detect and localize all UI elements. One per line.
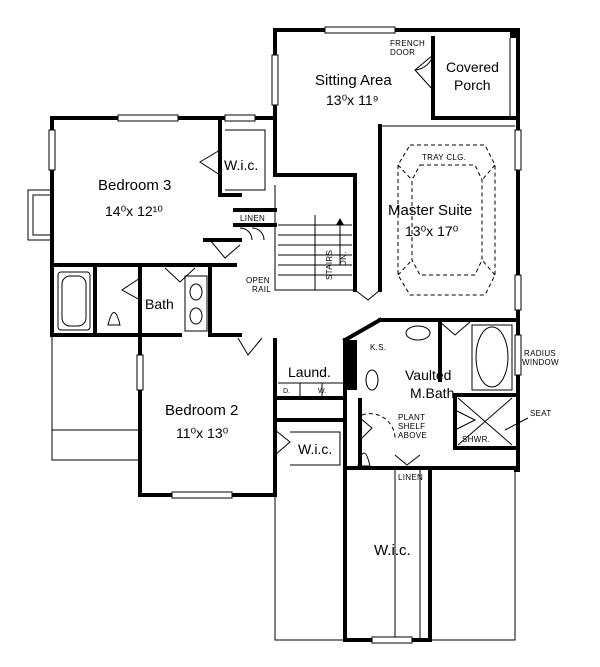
bedroom2-name: Bedroom 2 — [165, 402, 238, 419]
open-rail-line1: OPEN — [246, 276, 270, 285]
master-bath-line2: M.Bath — [410, 385, 454, 401]
tray-ceiling-label: TRAY CLG. — [422, 153, 466, 162]
sitting-area-size: 13⁰x 11⁹ — [326, 92, 379, 108]
roof-outline — [51, 335, 516, 641]
shower-label: SHWR. — [462, 435, 490, 444]
french-door-line1: FRENCH — [390, 39, 425, 48]
stairs-label: STAIRS — [325, 250, 334, 280]
linen-bottom-label: LINEN — [398, 473, 423, 482]
doors — [121, 54, 477, 466]
master-bath-line1: Vaulted — [405, 367, 451, 383]
ks-label: K.S. — [370, 343, 386, 352]
seat-label: SEAT — [530, 409, 552, 418]
covered-porch-line1: Covered — [446, 59, 499, 75]
bedroom2-size: 11⁰x 13⁰ — [176, 425, 229, 441]
plant-shelf-line2: SHELF — [398, 422, 425, 431]
washer-label: W. — [318, 388, 326, 395]
open-rail-line2: RAIL — [252, 285, 271, 294]
interior-walls — [93, 30, 518, 640]
fixtures — [57, 144, 513, 467]
covered-porch-line2: Porch — [454, 77, 491, 93]
dryer-label: D. — [283, 388, 290, 395]
sitting-area-name: Sitting Area — [315, 72, 392, 89]
wic-bottom-label: W.i.c. — [374, 542, 411, 559]
stair-treads — [278, 215, 352, 290]
plant-shelf-line3: ABOVE — [398, 431, 427, 440]
plant-shelf-line1: PLANT — [398, 413, 425, 422]
windows — [48, 26, 522, 644]
bedroom3-size: 14⁰x 12¹⁰ — [105, 203, 163, 219]
radius-window-line2: WINDOW — [522, 358, 559, 367]
stairs-direction: DN. — [339, 251, 348, 266]
laundry-label: Laund. — [288, 364, 331, 380]
linen-top-label: LINEN — [240, 214, 265, 223]
room-labels: Sitting Area 13⁰x 11⁹ FRENCH DOOR Covere… — [98, 39, 559, 559]
master-suite-name: Master Suite — [388, 202, 472, 219]
radius-window-line1: RADIUS — [524, 349, 556, 358]
wic-top-label: W.i.c. — [224, 157, 258, 173]
bath-label: Bath — [145, 296, 174, 312]
french-door-line2: DOOR — [390, 48, 415, 57]
exterior-walls — [27, 28, 520, 642]
wic-mid-label: W.i.c. — [298, 441, 332, 457]
master-suite-size: 13⁰x 17⁰ — [405, 223, 459, 239]
bedroom3-name: Bedroom 3 — [98, 177, 171, 194]
